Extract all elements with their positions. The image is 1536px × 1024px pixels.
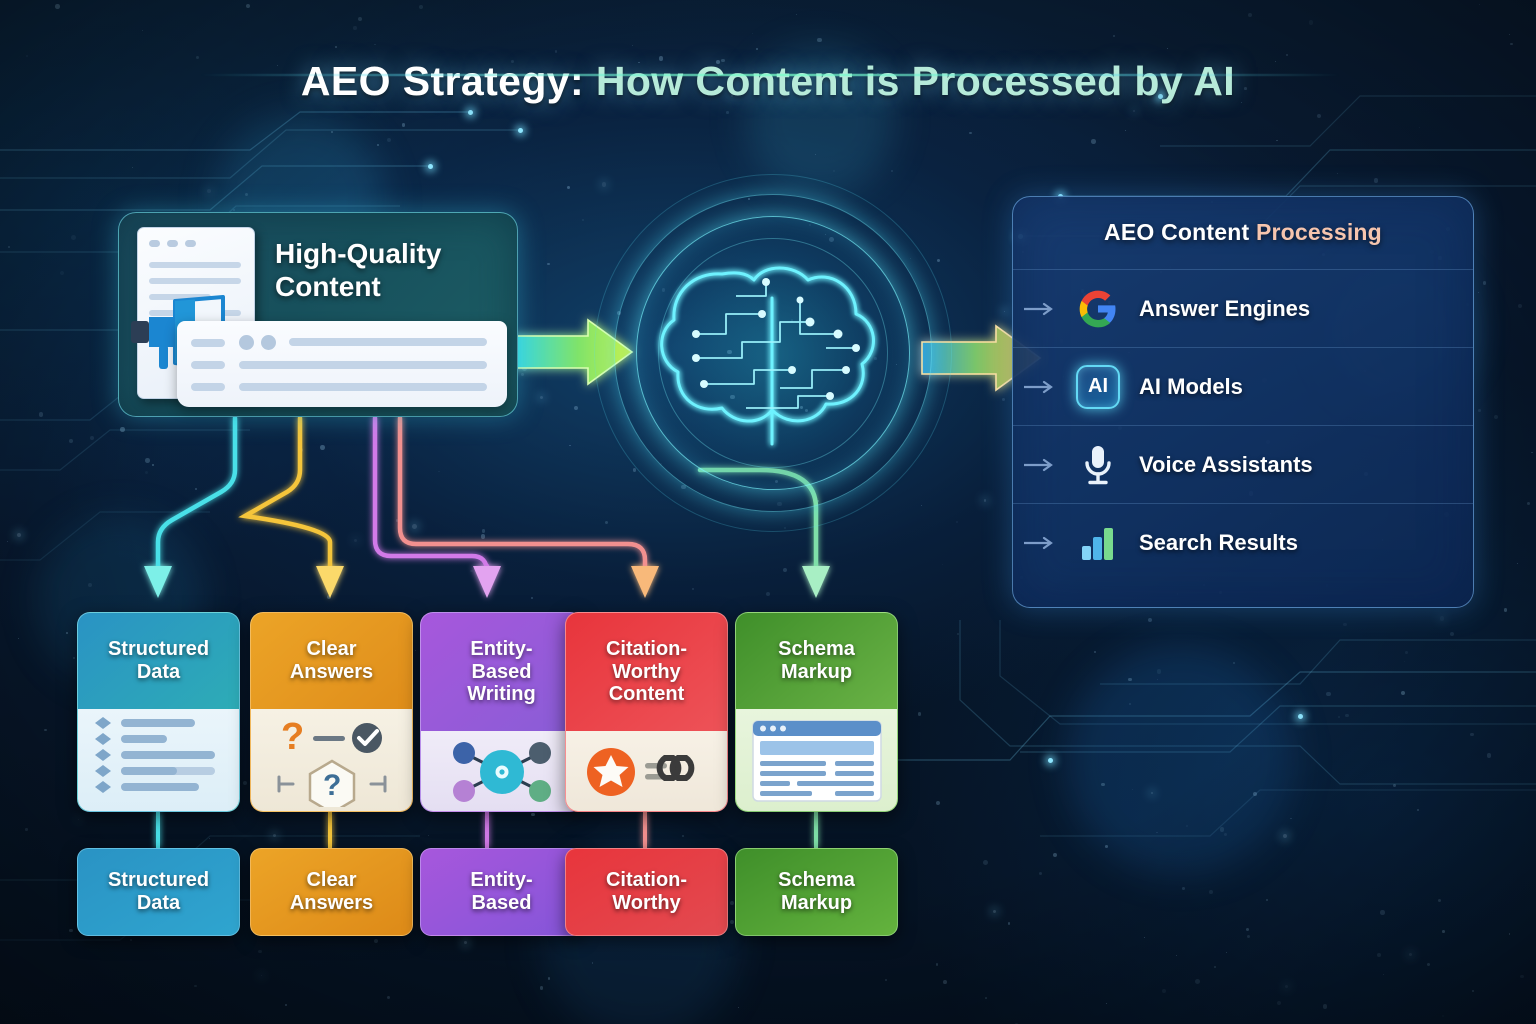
ai-brain-circuit-icon[interactable] (588, 168, 958, 540)
source-content-card[interactable]: High-Quality Content (118, 212, 518, 417)
category-title-line2: Based (471, 660, 532, 683)
page-title: AEO Strategy: How Content is Processed b… (0, 58, 1536, 105)
brain-ring-core (658, 238, 888, 468)
bottom-label-line1: Clear (306, 868, 357, 891)
bottom-label-structured-data[interactable]: Structured Data (77, 848, 240, 936)
brain-ring-inner (636, 216, 910, 490)
brain-circuit-lines (660, 266, 875, 446)
pin-link-icon (566, 731, 727, 811)
category-title-line1: Clear (306, 638, 357, 661)
bottom-label-line2: Data (136, 892, 181, 914)
category-title-line2: Worthy (612, 660, 681, 683)
panel-row-voice-assistants[interactable]: Voice Assistants (1013, 425, 1473, 503)
bar-chart-icon (1069, 522, 1127, 564)
row-arrow-icon (1013, 536, 1069, 550)
category-title-line1: Entity- (470, 637, 533, 660)
category-card-citation-worthy-content[interactable]: Citation- Worthy Content (565, 612, 728, 812)
bottom-label-line1: Citation- (605, 868, 688, 891)
bottom-label-schema-markup[interactable]: Schema Markup (735, 848, 898, 936)
source-card-title: High-Quality Content (275, 237, 505, 303)
bottom-label-line1: Structured (107, 868, 210, 891)
bottom-label-line2: Worthy (612, 892, 681, 914)
category-title-line3: Writing (467, 683, 536, 706)
category-card-entity-based-writing[interactable]: Entity- Based Writing (420, 612, 583, 812)
ai-badge-icon: AI (1069, 364, 1127, 409)
category-title-line1: Structured (107, 638, 210, 661)
category-title-line2: Answers (289, 661, 374, 683)
bottom-label-line2: Markup (780, 892, 853, 914)
panel-title-accent: Processing (1255, 219, 1382, 245)
content-lines-panel (177, 321, 507, 407)
row-arrow-icon (1013, 380, 1069, 394)
document-dots-icon (149, 240, 196, 247)
bottom-label-line2: Answers (289, 892, 374, 914)
panel-row-label: AI Models (1139, 373, 1243, 399)
category-title-line3: Content (608, 683, 685, 706)
title-underline-glow (200, 74, 1340, 76)
title-part-1: AEO Strategy: (300, 58, 585, 104)
category-title: Structured Data (78, 613, 239, 709)
node-network-icon (421, 731, 582, 811)
panel-title-white: AEO Content (1104, 219, 1256, 245)
panel-row-search-results[interactable]: Search Results (1013, 503, 1473, 581)
panel-row-label: Search Results (1139, 529, 1298, 555)
panel-title: AEO Content Processing (1013, 219, 1473, 246)
category-card-schema-markup[interactable]: Schema Markup (735, 612, 898, 812)
category-title: Citation- Worthy Content (566, 613, 727, 731)
google-logo-icon (1069, 289, 1127, 329)
svg-text:?: ? (281, 716, 304, 758)
category-title-line1: Schema (778, 638, 855, 661)
bottom-label-entity-based[interactable]: Entity- Based (420, 848, 583, 936)
category-card-clear-answers[interactable]: Clear Answers ? ? (250, 612, 413, 812)
category-title-line2: Data (136, 661, 181, 683)
panel-row-answer-engines[interactable]: Answer Engines (1013, 269, 1473, 347)
category-title: Schema Markup (736, 613, 897, 709)
source-card-title-line1: High-Quality (275, 238, 442, 269)
category-title: Entity- Based Writing (421, 613, 582, 731)
bottom-label-line2: Based (471, 892, 532, 914)
panel-row-label: Voice Assistants (1139, 451, 1313, 477)
title-part-2: How Content is Processed by AI (595, 58, 1236, 104)
bottom-label-line1: Entity- (470, 868, 533, 891)
panel-row-ai-models[interactable]: AI AI Models (1013, 347, 1473, 425)
panel-row-label: Answer Engines (1139, 295, 1311, 321)
category-title: Clear Answers (251, 613, 412, 709)
aeo-output-panel[interactable]: AEO Content Processing Answer Engines (1012, 196, 1474, 608)
svg-text:?: ? (323, 769, 341, 802)
bulleted-list-icon (78, 709, 239, 811)
category-card-structured-data[interactable]: Structured Data (77, 612, 240, 812)
brain-ring-outer (594, 174, 952, 532)
brain-ring-mid (614, 194, 932, 512)
browser-window-icon (736, 709, 897, 811)
row-arrow-icon (1013, 302, 1069, 316)
microphone-icon (1069, 443, 1127, 487)
row-arrow-icon (1013, 458, 1069, 472)
bottom-label-line1: Schema (778, 868, 855, 891)
category-title-line2: Markup (780, 661, 853, 683)
bottom-label-clear-answers[interactable]: Clear Answers (250, 848, 413, 936)
category-title-line1: Citation- (605, 637, 688, 660)
bottom-label-citation-worthy[interactable]: Citation- Worthy (565, 848, 728, 936)
ai-badge-text: AI (1076, 364, 1120, 409)
source-card-title-line2: Content (275, 271, 381, 303)
question-answer-icon: ? ? (251, 709, 412, 811)
